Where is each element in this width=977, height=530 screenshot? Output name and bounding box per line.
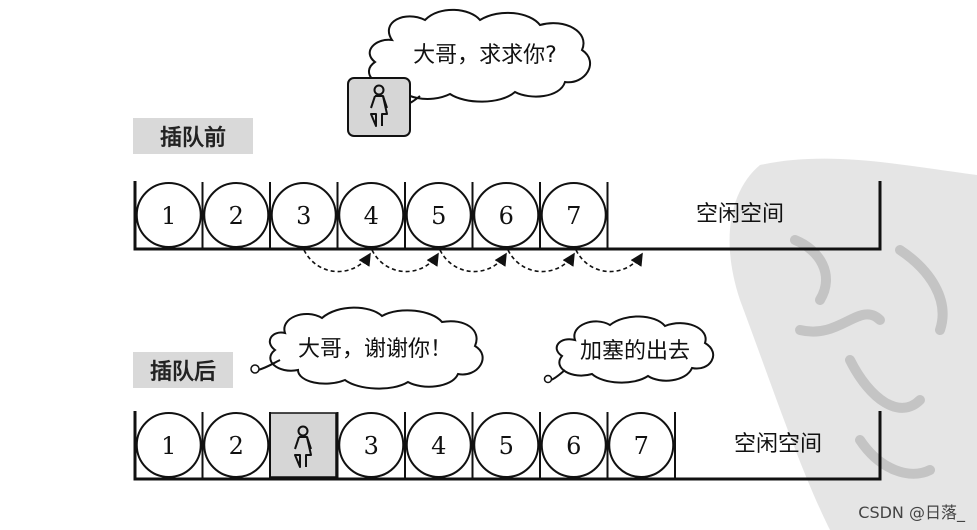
before-slot-number: 3 xyxy=(296,202,311,230)
before-slot-circle xyxy=(338,182,405,248)
before-slot-number: 2 xyxy=(229,202,244,230)
before-slot-number: 5 xyxy=(431,202,446,230)
shift-arrow-1 xyxy=(303,249,371,273)
inserted-person-box xyxy=(269,412,337,478)
waiting-person-box xyxy=(347,77,411,137)
after-cut-bubble: 加塞的出去 xyxy=(543,315,715,384)
person-icon xyxy=(294,425,312,468)
after-slot-number: 2 xyxy=(229,432,244,460)
before-free-space-text: 空闲空间 xyxy=(696,202,784,227)
after-cut-text: 加塞的出去 xyxy=(580,339,690,364)
after-slot-number: 6 xyxy=(566,432,581,460)
before-slot-circle xyxy=(473,182,540,248)
after-label-text: 插队后 xyxy=(150,360,216,385)
after-slot-number: 1 xyxy=(161,432,176,460)
shift-arrow-3 xyxy=(439,249,507,273)
csdn-watermark: CSDN @日落_ xyxy=(858,503,966,523)
after-queue: 1 2 3 4 5 6 7 空闲空间 xyxy=(133,411,882,481)
before-slot-circle xyxy=(203,182,270,248)
after-slot-circle xyxy=(540,412,607,478)
before-label: 插队前 xyxy=(133,118,253,154)
before-speech-bubble: 大哥，求求你? xyxy=(368,8,592,108)
after-slot-circle xyxy=(338,412,405,478)
person-icon xyxy=(370,84,388,127)
before-slot-number: 1 xyxy=(161,202,176,230)
before-label-bg xyxy=(133,118,253,154)
after-slot-circle xyxy=(203,412,270,478)
before-slot-circle xyxy=(135,182,202,248)
before-label-text: 插队前 xyxy=(160,125,226,151)
before-speech-text: 大哥，求求你? xyxy=(413,43,557,68)
after-slot-circle xyxy=(608,412,675,478)
shift-arrow-5 xyxy=(575,249,643,273)
after-slot-number: 4 xyxy=(431,432,446,460)
after-slots: 1 2 3 4 5 6 7 xyxy=(134,412,676,478)
after-slot-number: 7 xyxy=(634,432,649,460)
after-thanks-bubble: 大哥，谢谢你！ xyxy=(250,306,484,390)
after-slot-circle xyxy=(473,412,540,478)
after-slot-number: 5 xyxy=(499,432,514,460)
shift-arrows xyxy=(303,249,643,273)
after-label: 插队后 xyxy=(133,352,233,388)
before-slot-circle xyxy=(405,182,472,248)
shift-arrow-4 xyxy=(507,249,575,273)
after-label-bg xyxy=(133,352,233,388)
after-slot-number: 3 xyxy=(364,432,379,460)
before-slot-circle xyxy=(270,182,337,248)
background-stamp-decoration xyxy=(729,158,977,530)
after-slot-circle xyxy=(135,412,202,478)
before-slots: 1 2 3 4 5 6 7 xyxy=(134,182,609,248)
before-slot-number: 7 xyxy=(566,202,581,230)
after-free-space-text: 空闲空间 xyxy=(734,432,822,457)
after-slot-circle xyxy=(405,412,472,478)
before-slot-number: 6 xyxy=(499,202,514,230)
before-slot-number: 4 xyxy=(364,202,379,230)
shift-arrow-2 xyxy=(371,249,439,273)
before-slot-circle xyxy=(540,182,607,248)
background-stamp-strokes xyxy=(790,235,948,479)
after-thanks-text: 大哥，谢谢你！ xyxy=(298,337,452,362)
before-queue: 1 2 3 4 5 6 7 空闲空间 xyxy=(133,181,882,251)
